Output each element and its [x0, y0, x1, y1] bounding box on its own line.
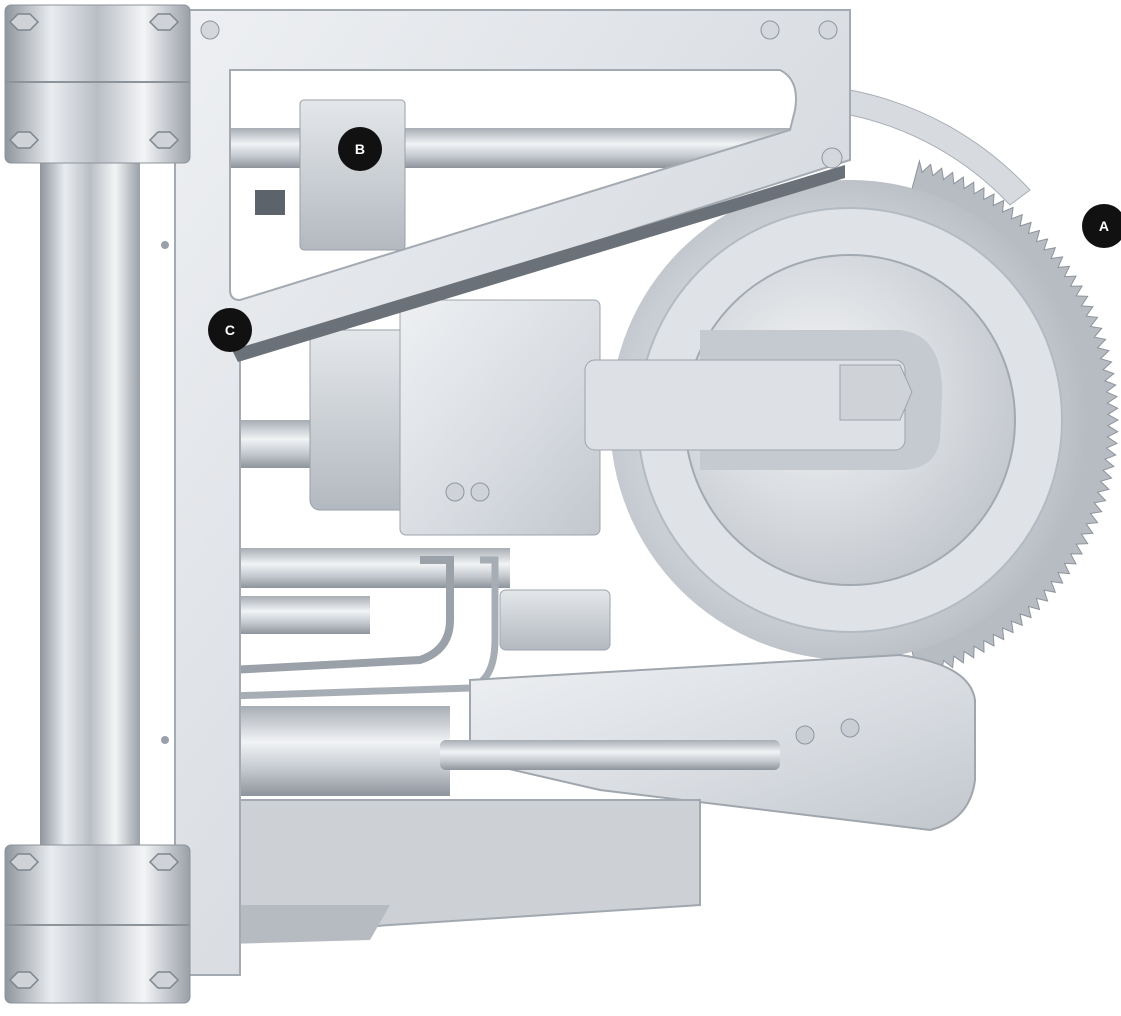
motor-housing: [309, 299, 913, 651]
lower-guard: [440, 653, 976, 832]
callout-c-label: C: [224, 322, 236, 338]
callout-c: C: [208, 308, 252, 352]
rod-clamp: [255, 99, 406, 251]
main-frame: [161, 9, 851, 976]
vertical-column: [4, 4, 191, 1004]
callout-a: A: [1082, 204, 1121, 248]
callout-a-label: A: [1098, 218, 1110, 234]
callout-b-label: B: [354, 141, 366, 157]
base-block: [189, 799, 701, 945]
callout-b: B: [338, 127, 382, 171]
